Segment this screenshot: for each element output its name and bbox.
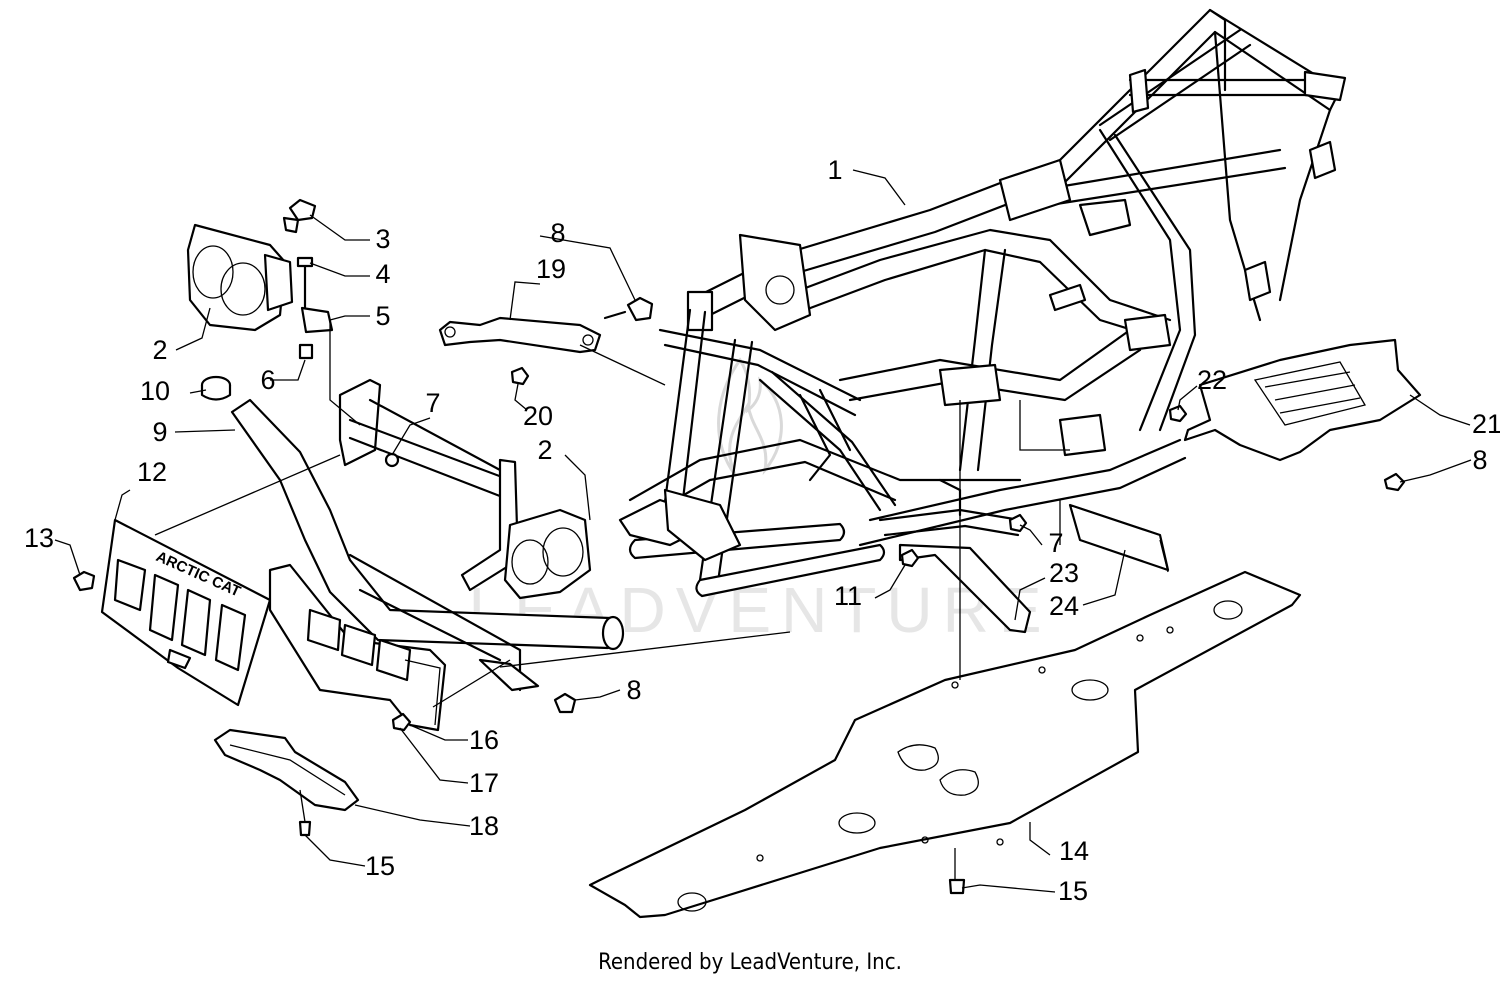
callout-12: 12 <box>137 457 167 487</box>
lower-front-guard <box>268 563 447 732</box>
skid-bracket <box>213 728 360 812</box>
leader-lines <box>54 169 1472 893</box>
callout-11: 11 <box>834 581 862 611</box>
callout-17: 17 <box>469 768 499 798</box>
bolt-8a <box>603 296 654 322</box>
callout-8-brace: 8 <box>550 218 565 248</box>
callout-5: 5 <box>375 301 390 331</box>
callout-2-right: 2 <box>537 435 552 465</box>
nut-20 <box>510 366 530 386</box>
headlight-right <box>503 508 592 600</box>
callout-15-bracket: 15 <box>365 851 395 881</box>
front-bumper <box>230 398 625 692</box>
bolt-13 <box>72 570 96 592</box>
callout-22: 22 <box>1197 365 1227 395</box>
bolts-guard <box>391 692 577 732</box>
callout-7-rail: 7 <box>1048 528 1063 558</box>
callout-1: 1 <box>827 155 842 185</box>
callout-3: 3 <box>375 224 390 254</box>
callout-18: 18 <box>469 811 499 841</box>
callout-8-footrest: 8 <box>1472 445 1487 475</box>
front-grille: ARCTIC CAT <box>100 518 272 707</box>
callout-6: 6 <box>260 365 275 395</box>
callout-19: 19 <box>536 254 566 284</box>
bolt-15b <box>948 878 966 895</box>
callout-14: 14 <box>1059 836 1089 866</box>
footer-credit: Rendered by LeadVenture, Inc. <box>598 950 902 975</box>
callouts: 1 2 2 3 4 5 6 7 7 8 8 8 9 10 11 12 13 14… <box>24 155 1500 906</box>
callout-4: 4 <box>375 259 390 289</box>
footrest <box>1183 338 1422 462</box>
brush-guard <box>338 378 520 592</box>
skid-plate <box>588 570 1302 919</box>
callout-20: 20 <box>523 401 553 431</box>
callout-2-left: 2 <box>152 335 167 365</box>
callout-23: 23 <box>1049 558 1079 588</box>
callout-10: 10 <box>140 376 170 406</box>
headlight-left <box>186 223 294 332</box>
callout-7-guard: 7 <box>425 388 440 418</box>
callout-21: 21 <box>1472 409 1500 439</box>
callout-24: 24 <box>1049 591 1079 621</box>
callout-16: 16 <box>469 725 499 755</box>
callout-13: 13 <box>24 523 54 553</box>
callout-15-plate: 15 <box>1058 876 1088 906</box>
callout-9: 9 <box>152 417 167 447</box>
headlight-hardware <box>282 198 334 360</box>
front-brace <box>438 316 602 354</box>
plug-cap <box>200 375 232 401</box>
main-frame <box>618 8 1347 598</box>
callout-8-guard: 8 <box>626 675 641 705</box>
bolts-rail <box>900 513 1028 568</box>
bolt-15a <box>298 820 312 837</box>
